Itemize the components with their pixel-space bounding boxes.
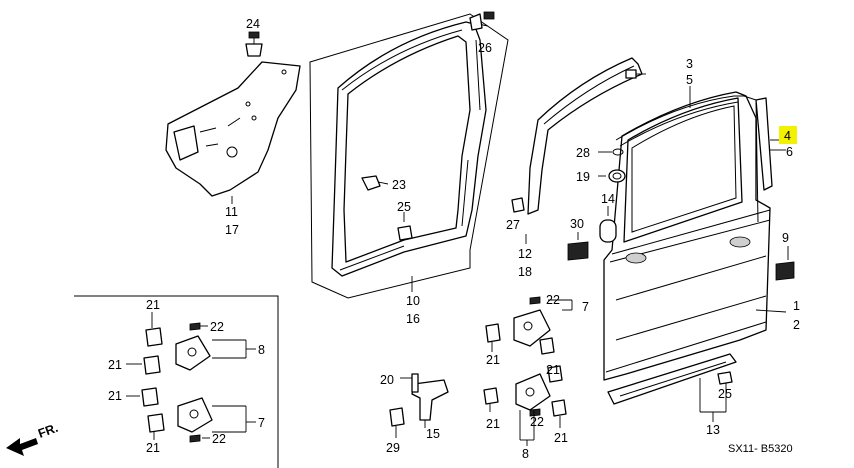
- label-21-e: 21: [486, 417, 500, 431]
- label-13: 13: [706, 423, 720, 437]
- label-15: 15: [426, 427, 440, 441]
- label-17: 17: [225, 223, 239, 237]
- inset-label-7: 7: [258, 416, 265, 430]
- clip-28: [598, 148, 624, 156]
- label-30: 30: [570, 217, 584, 231]
- sash-molding: [527, 57, 646, 215]
- label-7-upper: 7: [582, 300, 589, 314]
- label-28: 28: [576, 146, 590, 160]
- label-19: 19: [576, 170, 590, 184]
- body-hinge-upper: [126, 312, 256, 375]
- bumper-30: [567, 232, 589, 261]
- inset-label-21-c: 21: [108, 389, 122, 403]
- stopper-9: [775, 246, 795, 281]
- label-5: 5: [686, 73, 693, 87]
- label-21-c: 21: [554, 431, 568, 445]
- front-direction-arrow-icon: [6, 438, 38, 456]
- label-6: 6: [786, 145, 793, 159]
- label-25-lower: 25: [718, 387, 732, 401]
- label-1: 1: [793, 299, 800, 313]
- grommet-19: [598, 169, 626, 183]
- door-shell: [603, 91, 787, 381]
- label-29: 29: [386, 441, 400, 455]
- label-21-a: 21: [486, 353, 500, 367]
- label-16: 16: [406, 312, 420, 326]
- label-10: 10: [406, 294, 420, 308]
- label-27: 27: [506, 218, 520, 232]
- label-3: 3: [686, 57, 693, 71]
- label-21-b: 21: [546, 363, 560, 377]
- label-22-lower: 22: [530, 415, 544, 429]
- door-hinge-upper: [485, 296, 573, 355]
- door-hinge-lower: [483, 365, 567, 446]
- door-bracket-panel: [165, 61, 301, 204]
- label-2: 2: [793, 318, 800, 332]
- direction-label: FR.: [36, 421, 60, 441]
- body-hinge-lower: [126, 387, 256, 443]
- label-26: 26: [478, 41, 492, 55]
- label-9: 9: [782, 231, 789, 245]
- label-18: 18: [518, 265, 532, 279]
- bolt-24: [245, 31, 263, 57]
- label-12: 12: [518, 247, 532, 261]
- label-11: 11: [225, 205, 238, 219]
- clip-27: [511, 197, 525, 213]
- label-4: 4: [784, 129, 791, 143]
- highlight-marker-4: [779, 126, 797, 144]
- label-23: 23: [392, 178, 406, 192]
- sill-trim: [607, 353, 737, 422]
- clip-23: [361, 175, 389, 191]
- inset-label-21-d: 21: [146, 441, 160, 455]
- inset-label-21-a: 21: [146, 298, 160, 312]
- clip-25-upper: [397, 212, 413, 241]
- opening-weatherstrip: [331, 21, 487, 277]
- label-20: 20: [380, 373, 394, 387]
- door-checker: [389, 373, 449, 438]
- reference-code: SX11- B5320: [728, 443, 793, 455]
- inset-box: [74, 295, 279, 468]
- rear-weatherstrip: [755, 97, 797, 191]
- inset-label-22-b: 22: [212, 432, 226, 446]
- label-8: 8: [522, 447, 529, 461]
- label-24: 24: [246, 17, 260, 31]
- label-14: 14: [601, 192, 615, 206]
- inset-label-21-b: 21: [108, 358, 122, 372]
- plug-14: [599, 206, 617, 243]
- label-25-upper: 25: [397, 200, 411, 214]
- clip-25-lower: [717, 371, 733, 385]
- inset-label-8: 8: [258, 343, 265, 357]
- screw-26: [469, 11, 495, 31]
- label-22-upper: 22: [546, 293, 560, 307]
- inset-label-22-a: 22: [210, 320, 224, 334]
